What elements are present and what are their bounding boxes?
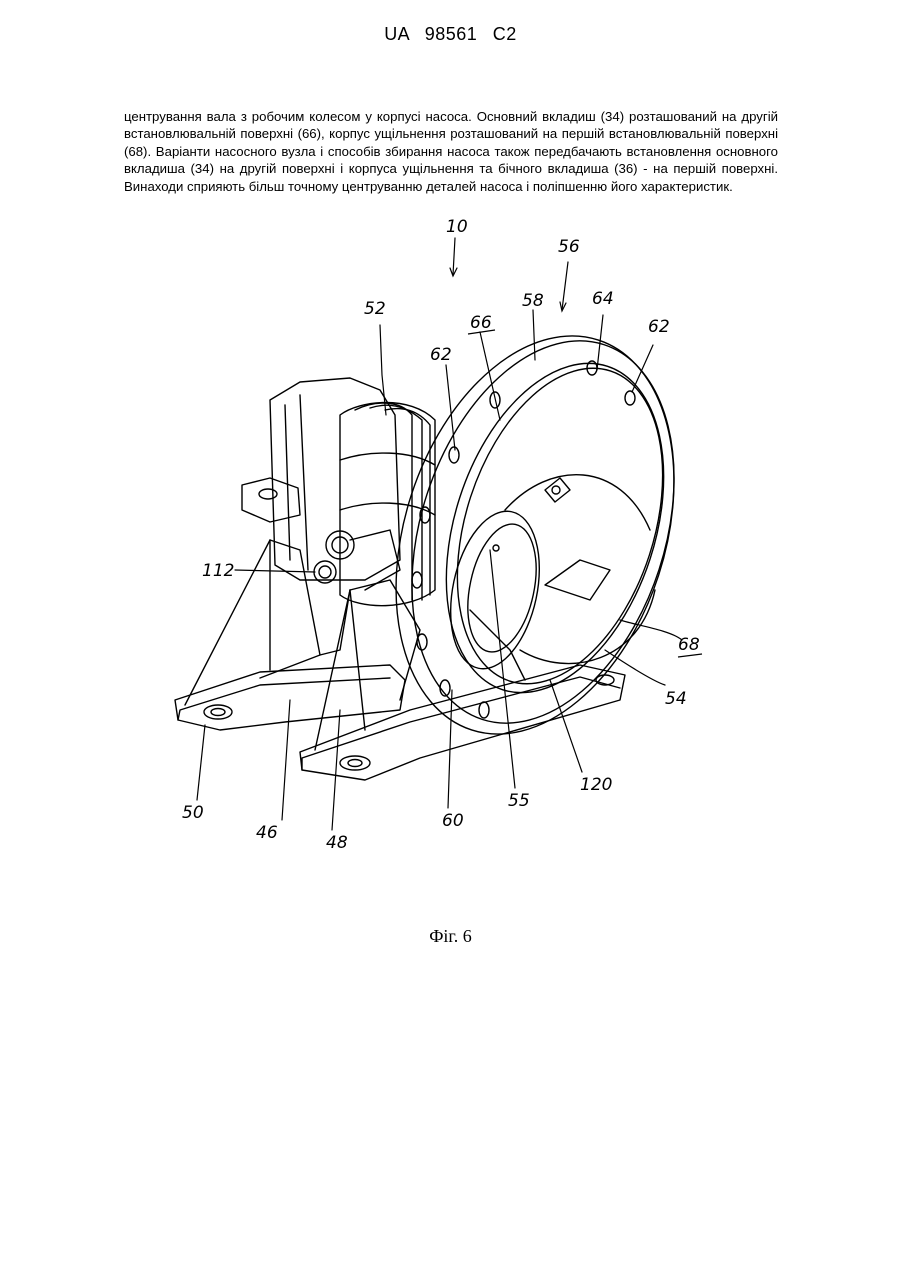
abstract-paragraph: центрування вала з робочим колесом у кор…	[124, 108, 778, 195]
numeral-52: 52	[364, 299, 386, 319]
volute-interior	[437, 475, 655, 680]
figure-caption: Фіг. 6	[0, 926, 901, 947]
numeral-62-left: 62	[430, 345, 452, 365]
base-foot-right	[300, 665, 625, 780]
flange-bolt-holes	[412, 361, 635, 718]
numeral-64: 64	[592, 289, 614, 309]
pump-drawing: 10 56 52 58 64 62 62 66 112 68 54 50 46 …	[150, 210, 750, 870]
numeral-54: 54	[665, 689, 687, 709]
numeral-66: 66	[470, 313, 492, 333]
mounting-tab	[242, 478, 300, 522]
pump-drawing-figure: 10 56 52 58 64 62 62 66 112 68 54 50 46 …	[150, 210, 750, 870]
country-code: UA	[384, 24, 409, 44]
kind-code: C2	[493, 24, 517, 44]
numeral-60: 60	[442, 811, 464, 831]
numeral-50: 50	[182, 803, 204, 823]
numeral-56: 56	[558, 237, 580, 257]
numeral-68: 68	[678, 635, 700, 655]
numeral-62-right: 62	[648, 317, 670, 337]
numeral-55: 55	[508, 791, 530, 811]
leader-lines	[197, 238, 682, 830]
patent-number: 98561	[425, 24, 478, 44]
base-foot-left	[175, 665, 405, 730]
numeral-112: 112	[202, 561, 234, 581]
numeral-48: 48	[326, 833, 348, 853]
reference-numerals: 10 56 52 58 64 62 62 66 112 68 54 50 46 …	[182, 217, 700, 853]
numeral-46: 46	[256, 823, 278, 843]
numeral-58: 58	[522, 291, 544, 311]
patent-header: UA 98561 C2	[0, 24, 901, 45]
numeral-10: 10	[446, 217, 468, 237]
numeral-120: 120	[580, 775, 612, 795]
